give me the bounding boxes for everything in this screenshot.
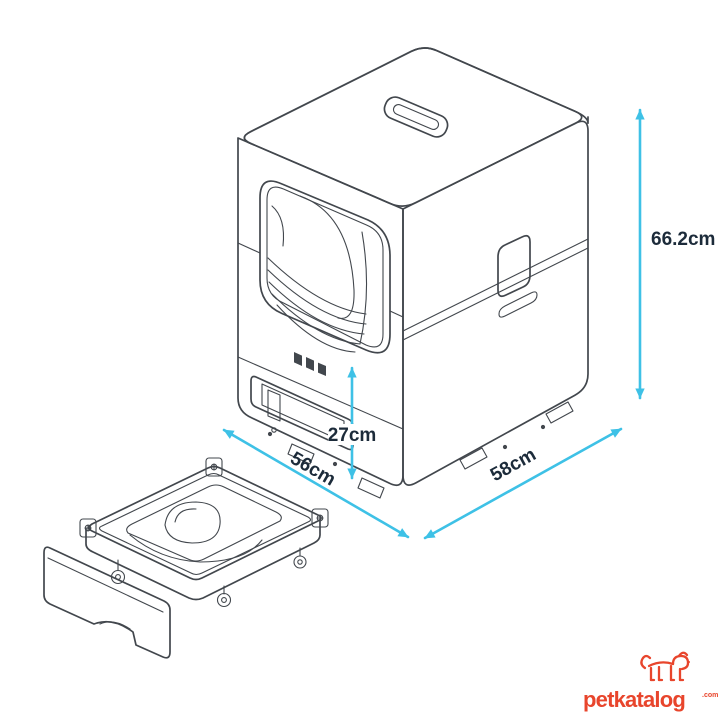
petkatalog-logo: petkatalog .com [583, 651, 718, 712]
box-right-face [402, 120, 589, 486]
litter-box-illustration [237, 47, 589, 499]
entry-height-label: 27cm [328, 425, 377, 446]
dimension-entry-height: 27cm [328, 366, 377, 480]
drawer-illustration [43, 457, 329, 659]
drawer-rim-outer [88, 465, 322, 581]
box-left-face [237, 137, 404, 487]
logo-text: petkatalog [583, 687, 685, 712]
warning-label-stickers [294, 352, 326, 376]
opening-interior-ridges [267, 195, 368, 353]
drawer-scoop [129, 501, 263, 563]
dimension-total-height: 66.2cm [635, 108, 715, 400]
width-arrow [222, 428, 410, 539]
top-handle-slot [383, 96, 449, 138]
side-handle-slots [497, 234, 538, 318]
drawer-front-panel [43, 546, 171, 659]
dimension-base-depth: 58cm [423, 427, 623, 540]
height-label: 66.2cm [651, 229, 715, 250]
depth-arrow [423, 427, 623, 540]
drawer-skirt [85, 520, 321, 601]
logo-suffix: .com [702, 692, 718, 699]
dog-icon [640, 651, 690, 682]
front-opening [259, 180, 391, 354]
body-seam-lines [237, 238, 589, 430]
width-label: 56cm [286, 448, 339, 490]
